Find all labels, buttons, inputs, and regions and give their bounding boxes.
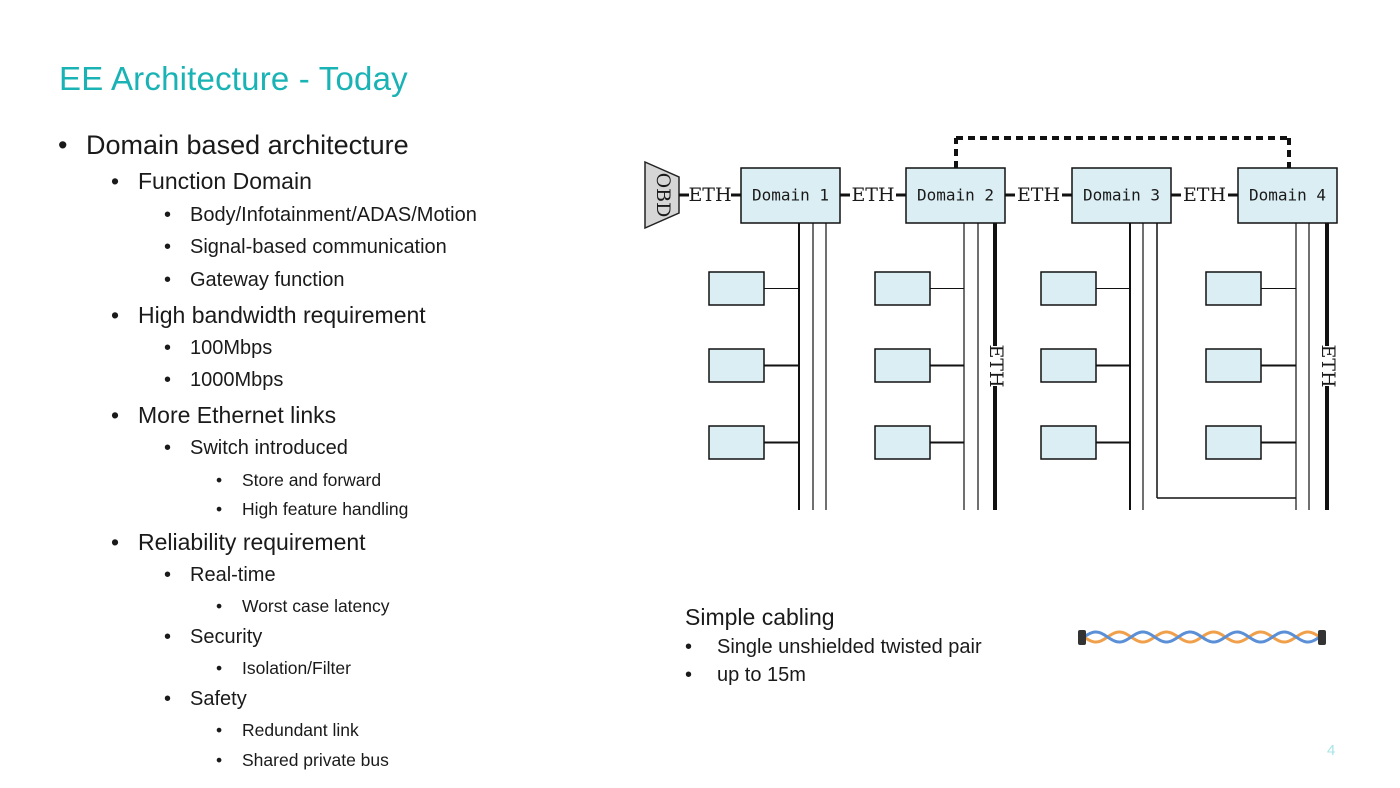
bullet-item: •Isolation/Filter — [216, 658, 351, 678]
bullet-item: •Function Domain — [111, 168, 312, 194]
cable-strand — [1083, 630, 1321, 644]
domain-box — [1237, 167, 1338, 224]
eth-vertical-label: ETH — [985, 344, 1007, 387]
cable-connector — [1078, 630, 1086, 645]
ecu-box — [874, 348, 931, 383]
eth-label: ETH — [1017, 184, 1060, 206]
ecu-box — [708, 348, 765, 383]
bullet-item: •Safety — [164, 688, 247, 710]
eth-label: ETH — [688, 184, 731, 206]
bullet-item: •100Mbps — [164, 337, 273, 359]
eth-label: ETH — [1183, 184, 1226, 206]
cabling-title: Simple cabling — [685, 604, 835, 630]
bullet-item: •Shared private bus — [216, 750, 389, 770]
bullet-item: •1000Mbps — [164, 369, 284, 391]
obd-label: OBD — [652, 173, 674, 218]
ecu-box — [1040, 348, 1097, 383]
ecu-box — [708, 271, 765, 306]
ecu-box — [1205, 348, 1262, 383]
bullet-item: •Domain based architecture — [58, 130, 409, 160]
domain-label: Domain 3 — [1083, 186, 1160, 205]
ecu-box — [1040, 271, 1097, 306]
ecu-box — [1040, 425, 1097, 460]
bullet-item: •Reliability requirement — [111, 529, 366, 555]
bullet-item: •Switch introduced — [164, 437, 348, 459]
bullet-item: •More Ethernet links — [111, 402, 337, 428]
ecu-box — [874, 425, 931, 460]
bullet-item: •Redundant link — [216, 720, 359, 740]
page-number: 4 — [1327, 742, 1336, 759]
obd-connector — [644, 160, 680, 230]
bullet-item: •Real-time — [164, 564, 276, 586]
bullet-item: •Body/Infotainment/ADAS/Motion — [164, 204, 477, 226]
bullet-item: •High bandwidth requirement — [111, 302, 426, 328]
bullet-item: •Store and forward — [216, 470, 382, 490]
domain-label: Domain 1 — [752, 186, 829, 205]
domain-box — [905, 167, 1006, 224]
domain-box — [740, 167, 841, 224]
domain-label: Domain 2 — [917, 186, 994, 205]
ecu-box — [1205, 425, 1262, 460]
bullet-item: •Signal-based communication — [164, 236, 447, 258]
bullet-item: •Gateway function — [164, 269, 345, 291]
ecu-box — [1205, 271, 1262, 306]
domain-box — [1071, 167, 1172, 224]
domain-label: Domain 4 — [1249, 186, 1326, 205]
bullet-item: •High feature handling — [216, 499, 409, 519]
eth-label: ETH — [851, 184, 894, 206]
bullet-item: •Worst case latency — [216, 596, 390, 616]
bullet-item: •Security — [164, 626, 263, 648]
slide-title: EE Architecture - Today — [59, 60, 408, 97]
cable-connector — [1318, 630, 1326, 645]
eth-vertical-label: ETH — [1317, 344, 1339, 387]
cabling-item: •Single unshielded twisted pair — [685, 636, 982, 658]
cabling-item: •up to 15m — [685, 664, 806, 686]
